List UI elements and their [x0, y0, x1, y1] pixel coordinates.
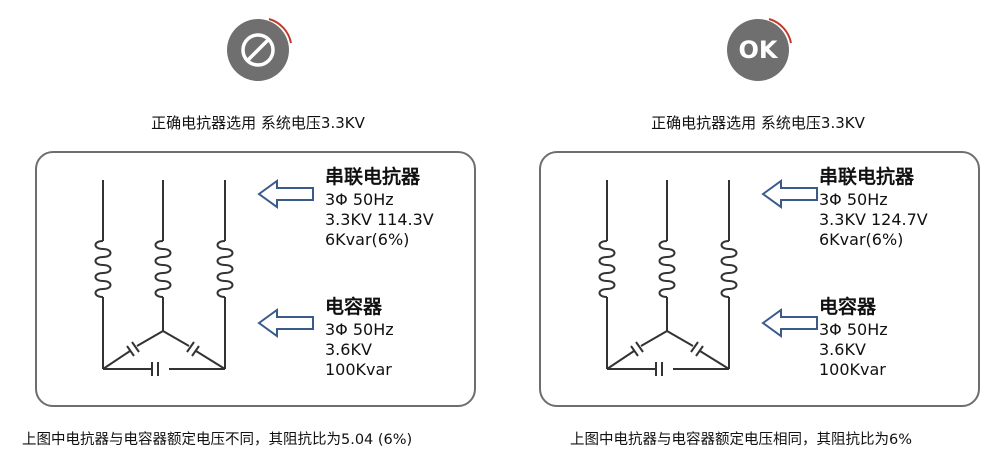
ok-badge: OK	[727, 18, 792, 81]
caption-right: 上图中电抗器与电容器额定电压相同，其阻抗比为6%	[570, 432, 913, 448]
reactor-spec-left: 串联电抗器 3Φ 50Hz 3.3KV 114.3V 6Kvar(6%)	[325, 167, 434, 250]
prohibited-badge	[227, 18, 292, 81]
prohibited-icon	[241, 33, 275, 67]
reactor-spec-right: 串联电抗器 3Φ 50Hz 3.3KV 124.7V 6Kvar(6%)	[819, 167, 928, 250]
capacitor-title: 电容器	[325, 296, 383, 318]
reactor-title: 串联电抗器	[819, 166, 915, 188]
reactor-capacity: 6Kvar(6%)	[325, 230, 410, 249]
reactor-voltage: 3.3KV 114.3V	[325, 210, 434, 229]
reactor-arrow	[257, 179, 314, 209]
reactor-phase: 3Φ 50Hz	[325, 190, 394, 209]
reactor-capacitor-circuit	[598, 179, 818, 376]
reactor-capacity: 6Kvar(6%)	[819, 230, 904, 249]
badge-accent-arc	[768, 18, 792, 44]
reactor-title: 串联电抗器	[325, 166, 421, 188]
reactor-voltage: 3.3KV 124.7V	[819, 210, 928, 229]
capacitor-phase: 3Φ 50Hz	[819, 320, 888, 339]
capacitor-voltage: 3.6KV	[819, 340, 866, 359]
capacitor-phase: 3Φ 50Hz	[325, 320, 394, 339]
capacitor-title: 电容器	[819, 296, 877, 318]
capacitor-voltage: 3.6KV	[325, 340, 372, 359]
circuit-panel-left: 串联电抗器 3Φ 50Hz 3.3KV 114.3V 6Kvar(6%) 电容器…	[35, 151, 476, 407]
reactor-phase: 3Φ 50Hz	[819, 190, 888, 209]
capacitor-spec-right: 电容器 3Φ 50Hz 3.6KV 100Kvar	[819, 297, 888, 380]
capacitor-spec-left: 电容器 3Φ 50Hz 3.6KV 100Kvar	[325, 297, 394, 380]
capacitor-capacity: 100Kvar	[819, 360, 886, 379]
circuit-panel-right: 串联电抗器 3Φ 50Hz 3.3KV 124.7V 6Kvar(6%) 电容器…	[539, 151, 980, 407]
caption-left: 上图中电抗器与电容器额定电压不同，其阻抗比为5.04 (6%)	[22, 432, 413, 448]
capacitor-arrow	[257, 308, 314, 338]
badge-accent-arc	[268, 18, 292, 44]
capacitor-capacity: 100Kvar	[325, 360, 392, 379]
reactor-arrow	[761, 179, 818, 209]
heading-right: 正确电抗器选用 系统电压3.3KV	[651, 114, 865, 132]
ok-icon: OK	[738, 36, 778, 64]
reactor-capacitor-circuit	[94, 179, 314, 376]
capacitor-arrow	[761, 308, 818, 338]
heading-left: 正确电抗器选用 系统电压3.3KV	[151, 114, 365, 132]
